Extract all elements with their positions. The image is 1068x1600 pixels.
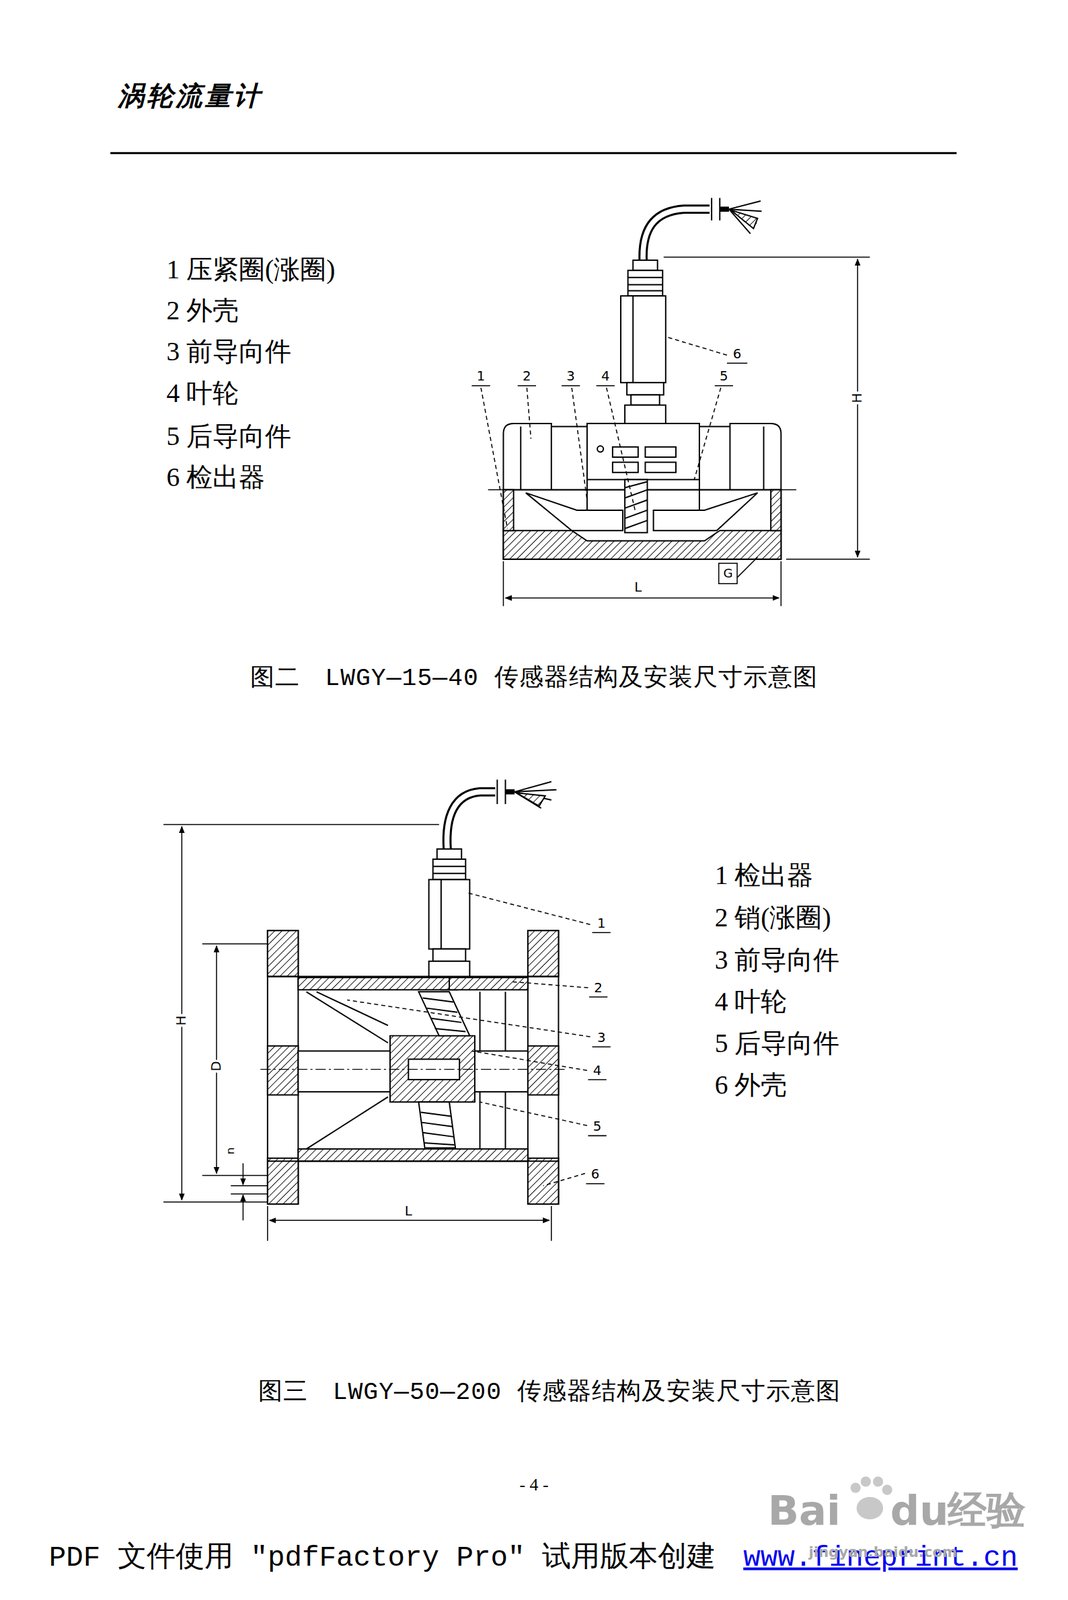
legend-item: 1 压紧圈(涨圈) bbox=[166, 256, 335, 286]
legend-item: 3 前导向件 bbox=[714, 946, 841, 976]
callout-number: 6 bbox=[733, 347, 742, 362]
legend-item: 6 外壳 bbox=[714, 1072, 788, 1101]
legend-item: 1 检出器 bbox=[714, 861, 814, 891]
figure-caption: 图二 LWGY—15—40 传感器结构及安装尺寸示意图 bbox=[250, 665, 818, 693]
figure-two-sensor bbox=[471, 197, 870, 606]
legend-item: 4 叶轮 bbox=[714, 987, 788, 1017]
callout-number: 5 bbox=[719, 369, 729, 385]
watermark: jingyan.baidu.com bbox=[808, 1544, 958, 1561]
dimension-label: G bbox=[722, 566, 733, 581]
legend-item: 6 检出器 bbox=[166, 463, 265, 493]
legend-item: 4 叶轮 bbox=[166, 379, 239, 409]
dimension-label: L bbox=[404, 1204, 413, 1220]
page-number: - 4 - bbox=[519, 1476, 549, 1496]
figure-three-sensor bbox=[163, 780, 611, 1242]
callout-number: 3 bbox=[566, 369, 576, 385]
watermark: Bai bbox=[768, 1488, 841, 1534]
legend-item: 5 后导向件 bbox=[714, 1029, 841, 1059]
page-header: 涡轮流量计 bbox=[117, 82, 263, 112]
callout-number: 4 bbox=[593, 1063, 602, 1079]
watermark: 经验 bbox=[947, 1489, 1026, 1533]
callout-number: 1 bbox=[597, 916, 606, 932]
callout-number: 4 bbox=[601, 369, 610, 385]
figure-caption: 图三 LWGY—50—200 传感器结构及安装尺寸示意图 bbox=[258, 1380, 841, 1407]
callout-number: 6 bbox=[591, 1168, 600, 1184]
footer-note: PDF 文件使用 "pdfFactory Pro" 试用版本创建 bbox=[49, 1543, 716, 1576]
callout-number: 1 bbox=[476, 369, 486, 385]
dimension-label: H bbox=[174, 1014, 189, 1028]
legend-item: 3 前导向件 bbox=[166, 337, 292, 367]
dimension-label: H bbox=[850, 392, 865, 405]
dimension-label: n bbox=[224, 1148, 237, 1156]
dimension-label: D bbox=[209, 1060, 224, 1074]
watermark-paw bbox=[850, 1476, 893, 1520]
legend-item: 2 销(涨圈) bbox=[714, 904, 832, 934]
watermark: du bbox=[890, 1488, 949, 1534]
header-rule bbox=[110, 151, 957, 155]
callout-number: 2 bbox=[522, 369, 532, 385]
callout-number: 2 bbox=[593, 981, 603, 997]
legend-item: 5 后导向件 bbox=[166, 422, 292, 452]
callout-number: 5 bbox=[593, 1119, 602, 1135]
legend-item: 2 外壳 bbox=[166, 296, 239, 326]
dimension-label: L bbox=[634, 581, 642, 596]
callout-number: 3 bbox=[597, 1031, 606, 1046]
